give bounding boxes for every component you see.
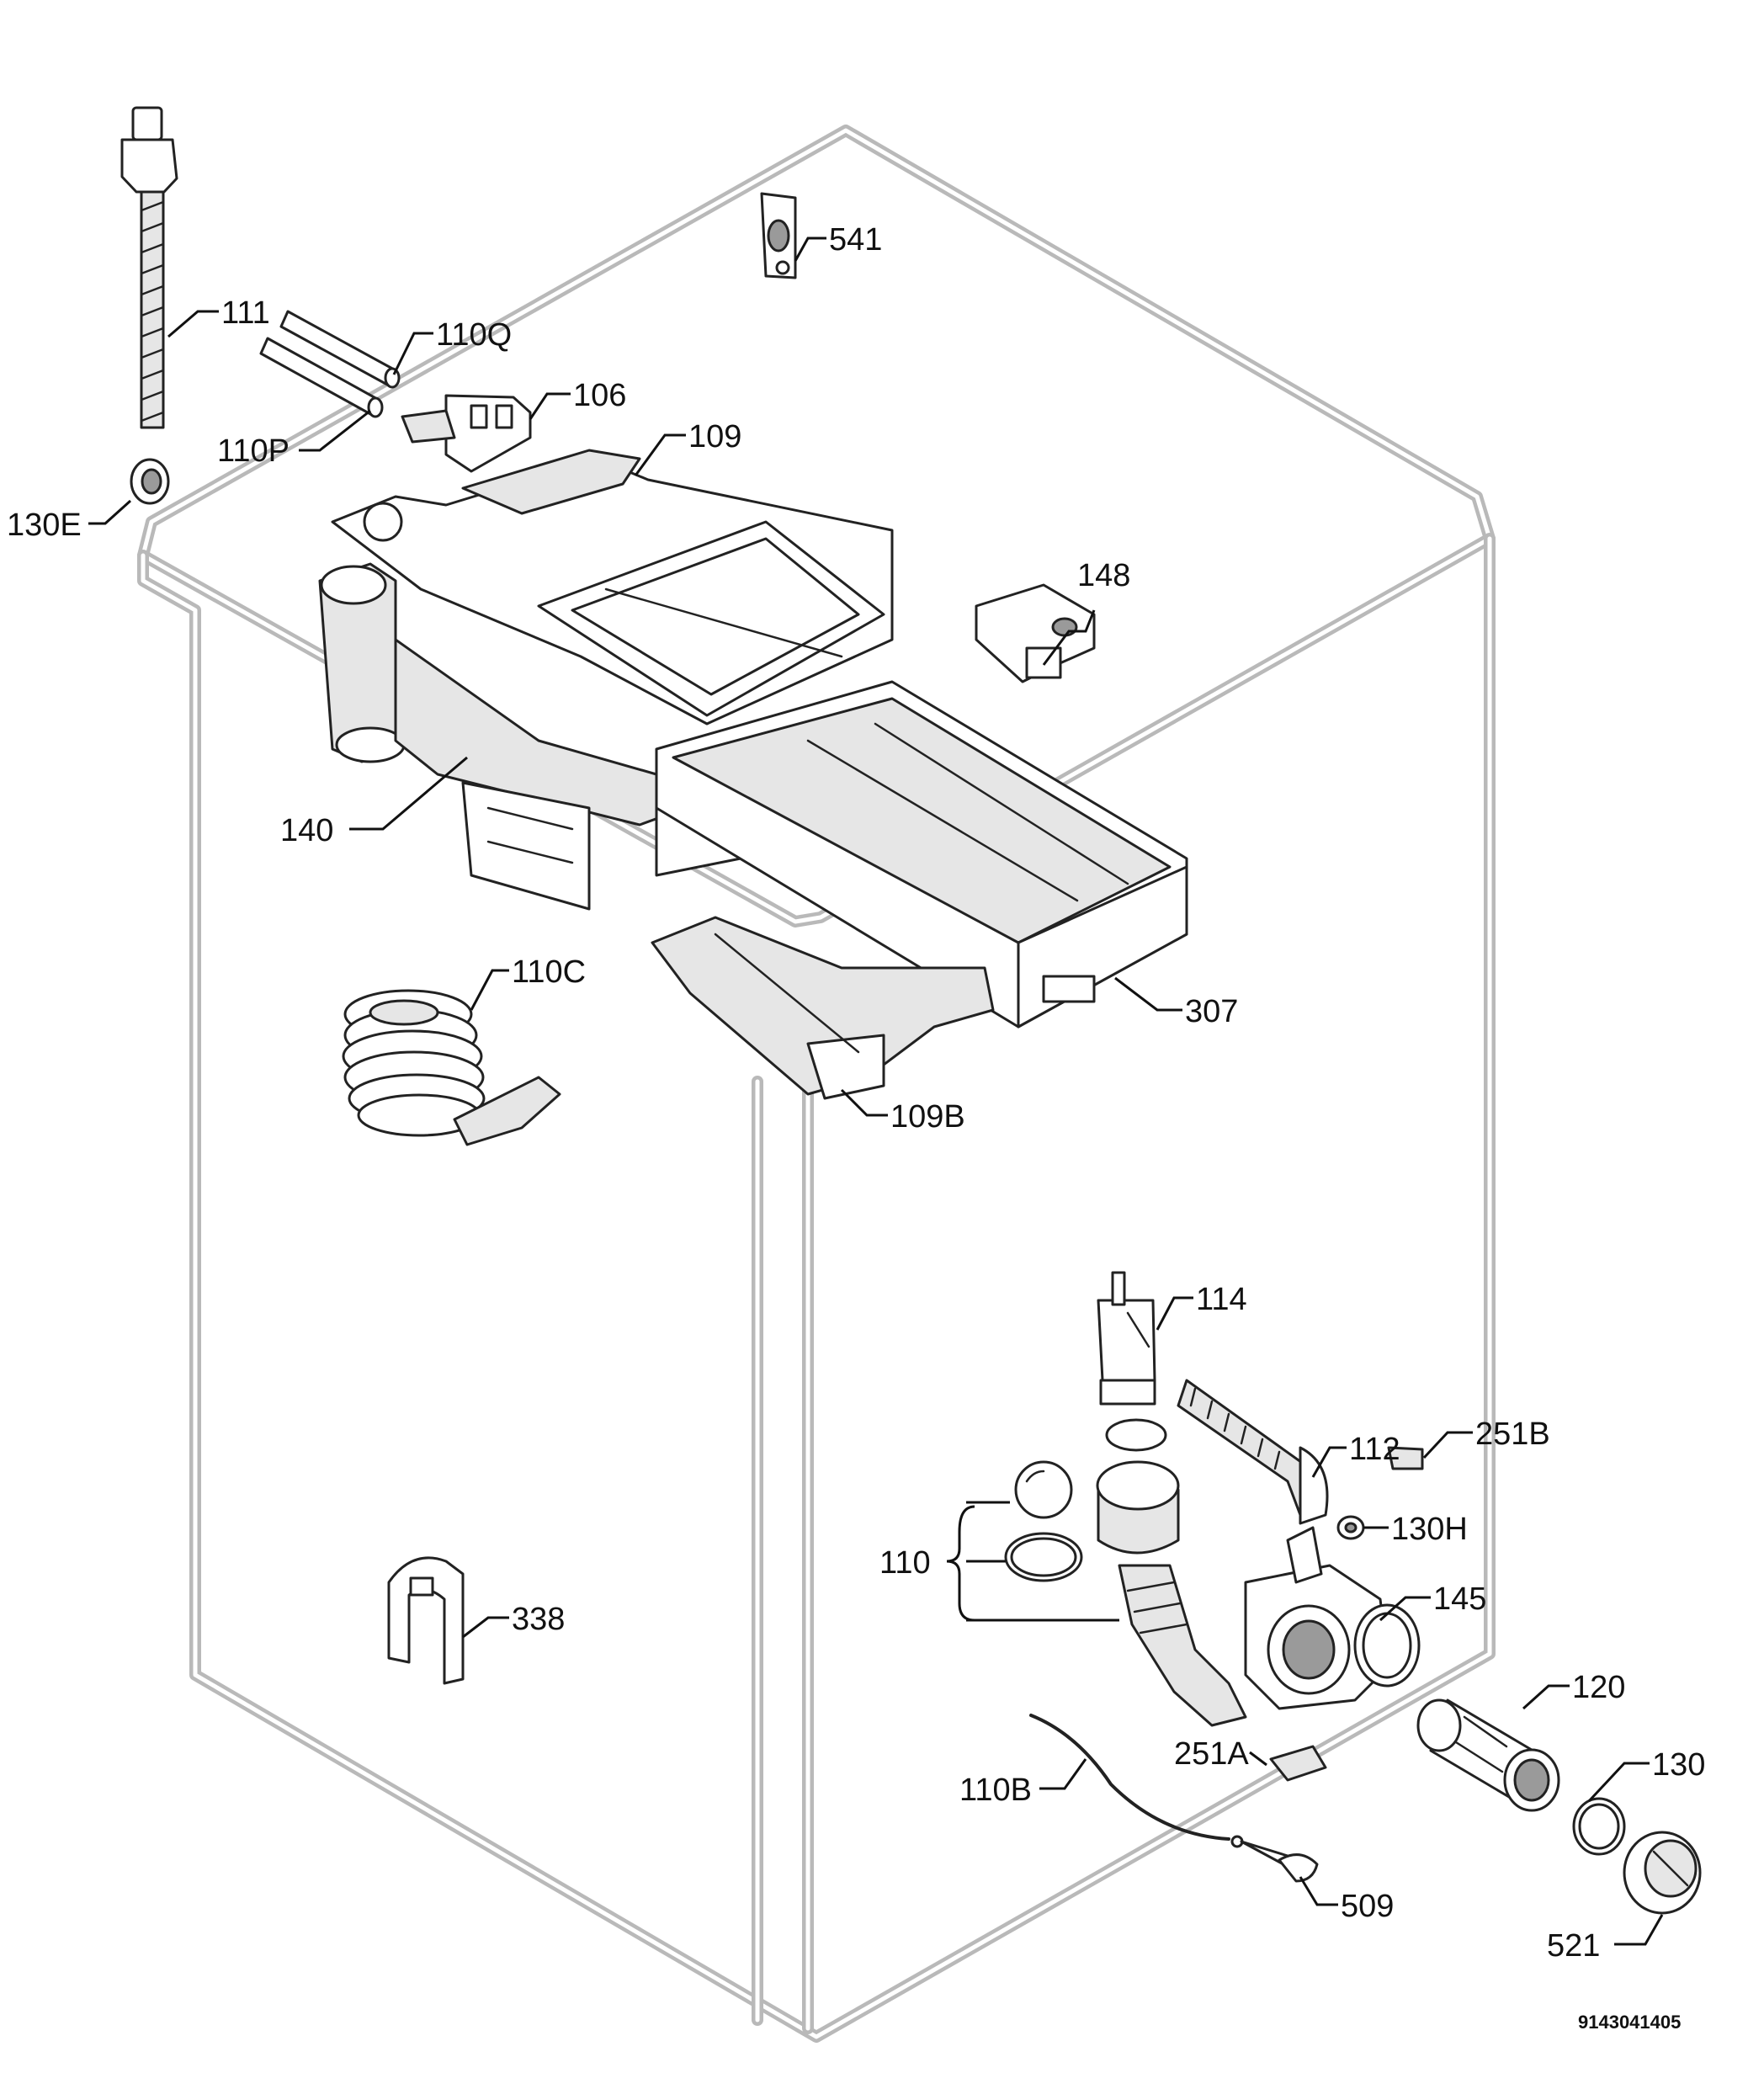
sump-hose-110-part — [1004, 1418, 1247, 1727]
pressure-chamber-114-part — [1097, 1271, 1156, 1406]
label-110: 110 — [879, 1545, 931, 1581]
label-140: 140 — [280, 813, 333, 848]
cap-521-part — [1623, 1831, 1702, 1915]
label-130: 130 — [1652, 1747, 1705, 1783]
label-148: 148 — [1077, 558, 1130, 593]
label-130h: 130H — [1391, 1512, 1468, 1547]
o-ring-130-part — [1572, 1797, 1626, 1856]
label-109b: 109B — [890, 1099, 965, 1135]
label-112: 112 — [1349, 1432, 1400, 1467]
inlet-hose-part — [120, 106, 178, 429]
cabinet-outline — [137, 125, 1496, 2043]
label-110p: 110P — [217, 433, 290, 469]
label-130e: 130E — [7, 508, 82, 543]
bellows-110c-part — [342, 989, 561, 1146]
label-110b: 110B — [959, 1773, 1032, 1808]
label-307: 307 — [1185, 994, 1238, 1029]
label-110q: 110Q — [436, 317, 512, 353]
drain-pump-145-part — [1244, 1526, 1421, 1710]
seal-130e-part — [130, 458, 170, 505]
clip-338-part — [387, 1556, 465, 1685]
part-148 — [975, 583, 1096, 683]
plug-509-part — [1230, 1835, 1319, 1883]
label-541: 541 — [829, 222, 882, 258]
label-509: 509 — [1341, 1889, 1394, 1924]
bracket-541-part — [760, 192, 797, 279]
tubes-110q-110p-part — [259, 310, 401, 418]
leader-lines — [88, 237, 1664, 1946]
valve-106-part — [401, 394, 532, 473]
label-251b: 251B — [1475, 1417, 1550, 1452]
tube-110b-part — [1029, 1714, 1230, 1841]
filter-120-part — [1416, 1698, 1560, 1812]
part-251a — [1269, 1745, 1327, 1782]
label-120: 120 — [1572, 1670, 1625, 1705]
detergent-drawer-307-part — [655, 680, 1188, 1029]
label-114: 114 — [1196, 1282, 1247, 1317]
label-251a: 251A — [1174, 1736, 1249, 1772]
label-521: 521 — [1547, 1928, 1600, 1964]
part-labels: 541 111 110Q 106 109 110P 130E 148 140 1… — [7, 222, 1705, 2033]
label-106: 106 — [573, 378, 626, 413]
seal-130h-part — [1336, 1515, 1365, 1540]
hose-112-part — [1177, 1379, 1329, 1525]
label-145: 145 — [1433, 1581, 1486, 1617]
label-109: 109 — [688, 419, 741, 454]
part-251b — [1387, 1446, 1424, 1470]
label-338: 338 — [512, 1602, 565, 1637]
label-111: 111 — [221, 295, 270, 331]
trough-109b-part — [651, 916, 995, 1100]
drawing-number: 9143041405 — [1578, 2012, 1681, 2033]
label-110c: 110C — [512, 954, 586, 990]
